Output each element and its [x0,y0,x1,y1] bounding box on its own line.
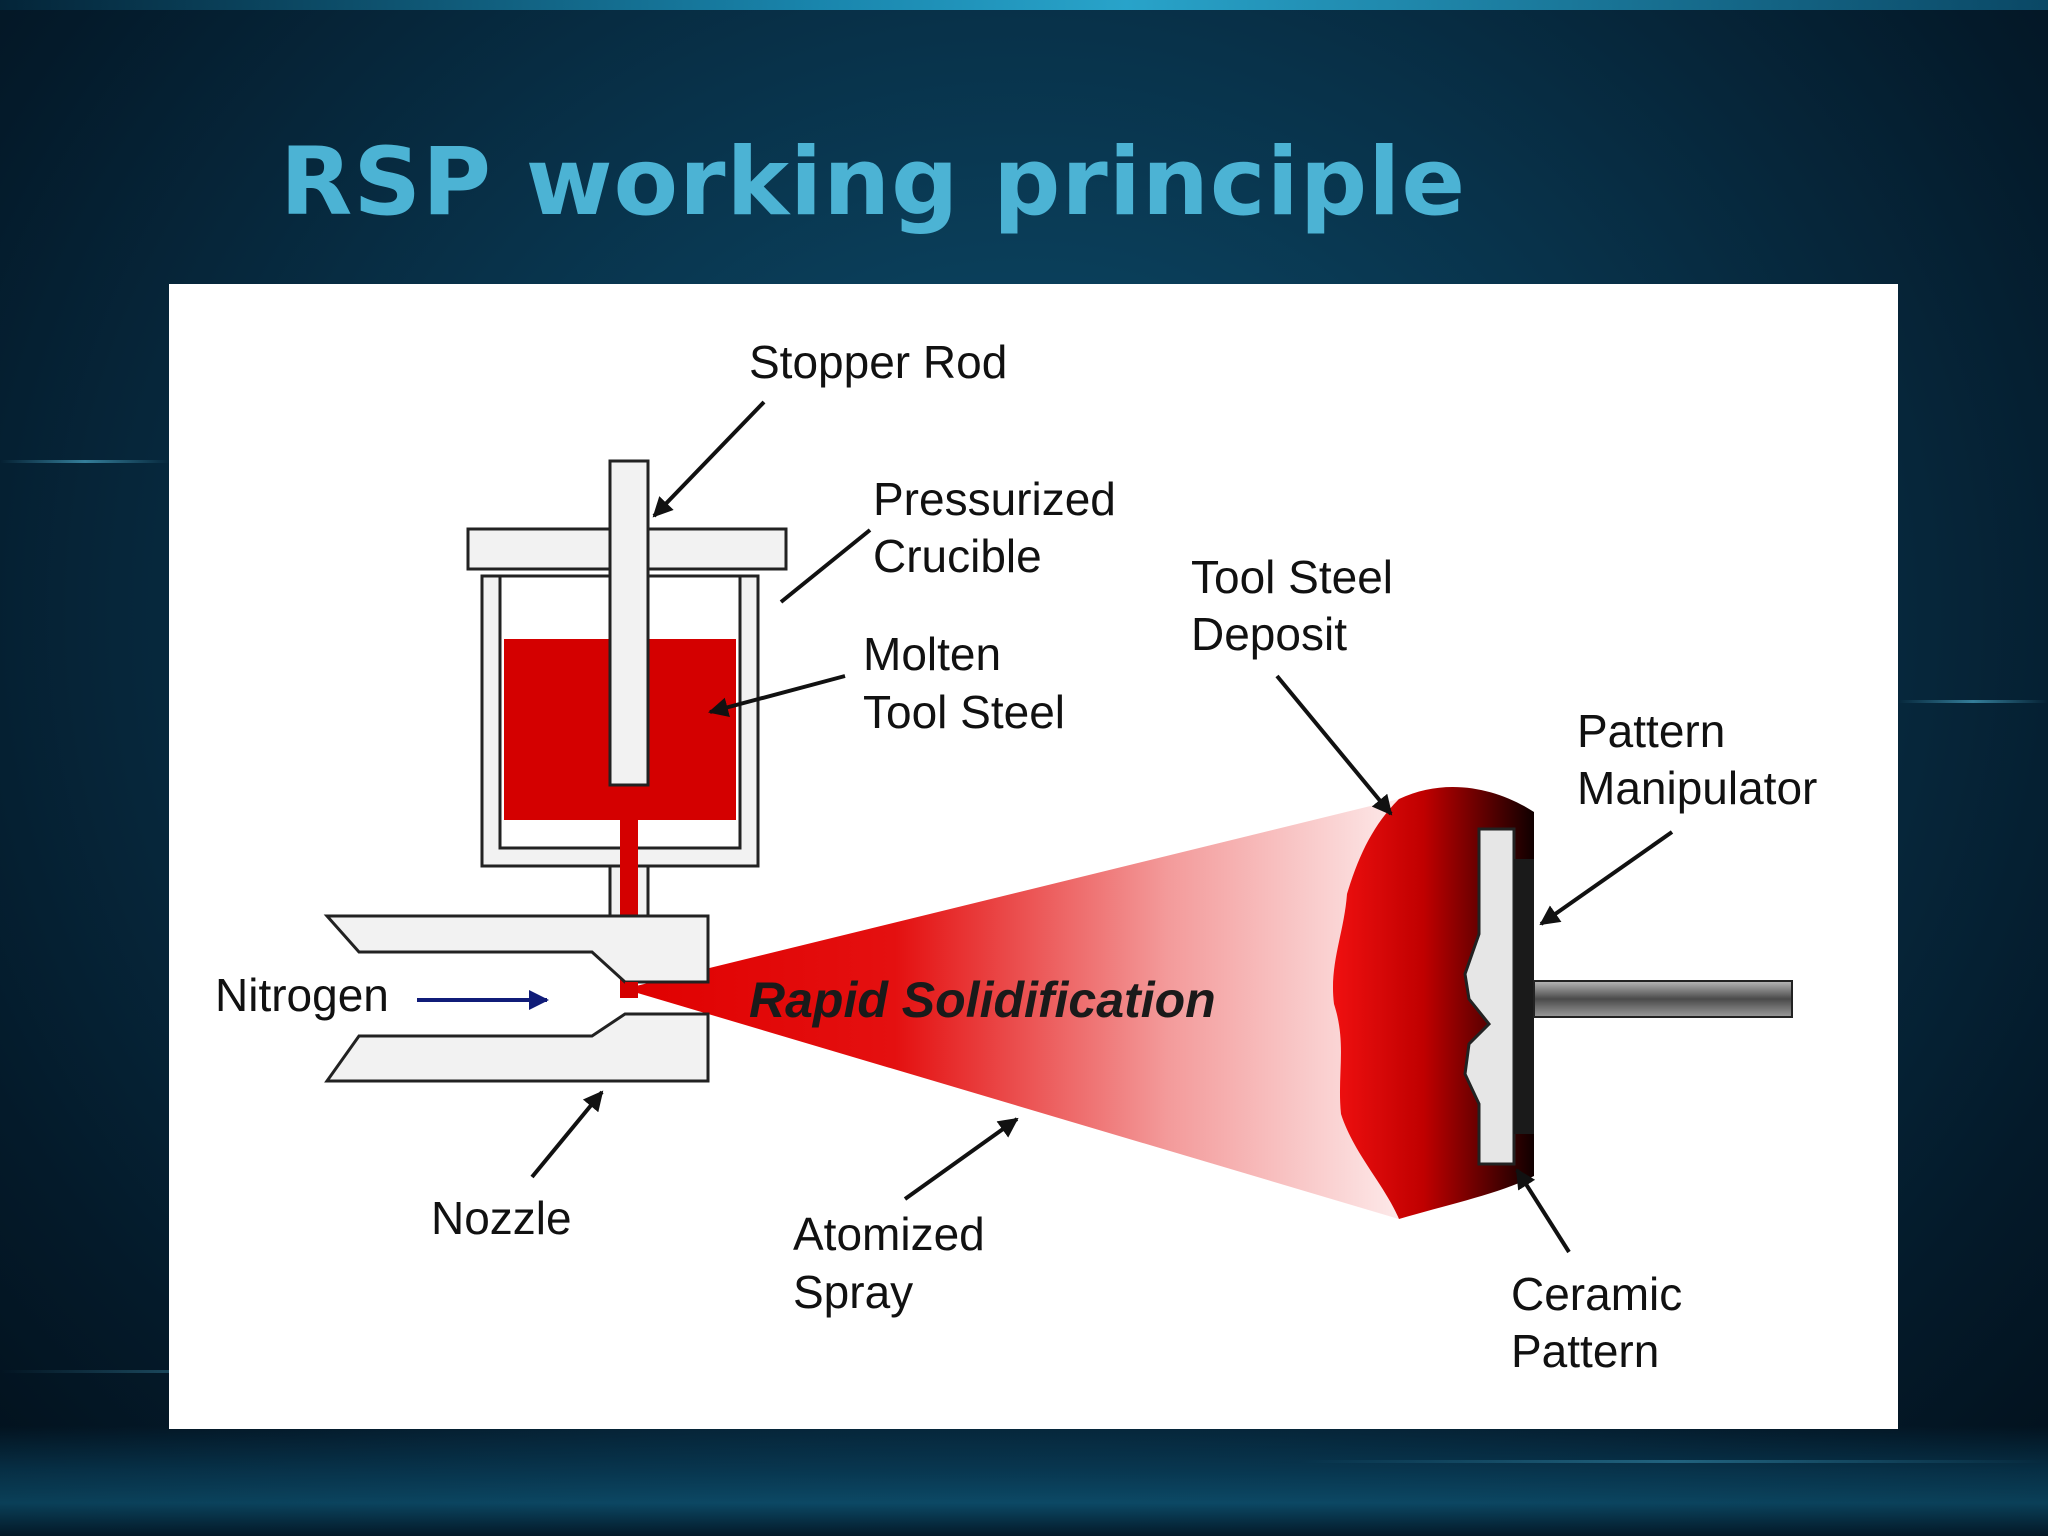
label-pressurized-crucible-line1: Pressurized [873,473,1116,525]
rsp-process-diagram: Stopper Rod Pressurized Crucible Molten … [215,336,1817,1377]
nozzle-leader [530,1090,604,1179]
background-streak [0,460,170,463]
label-rapid-solidification: Rapid Solidification [749,972,1216,1028]
label-tool-steel-deposit-line2: Deposit [1191,608,1347,660]
stopper-rod-leader [652,400,766,518]
ceramic-pattern-leader [1515,1168,1571,1254]
molten-steel-leader [708,674,846,718]
background-streak [1300,1460,2048,1463]
diagram-panel: Stopper Rod Pressurized Crucible Molten … [169,284,1898,1429]
background-streak [1898,700,2048,703]
spray-leader [903,1117,1019,1201]
label-pattern-manipulator-line2: Manipulator [1577,762,1817,814]
manipulator-leader [1539,830,1674,926]
bottom-glow-band [0,1426,2048,1536]
crucible-leader [779,528,872,604]
manipulator-shaft [1533,980,1793,1018]
label-ceramic-pattern-line2: Pattern [1511,1325,1659,1377]
label-molten-tool-steel-line1: Molten [863,628,1001,680]
deposit-leader [1275,674,1393,816]
pattern-manipulator-plate [1514,859,1534,1134]
label-nozzle: Nozzle [431,1192,572,1244]
atomized-spray-cone [624,799,1399,1219]
label-pattern-manipulator-line1: Pattern [1577,705,1725,757]
label-ceramic-pattern-line1: Ceramic [1511,1268,1682,1320]
label-atomized-spray-line2: Spray [793,1266,913,1318]
page-title: RSP working principle [280,128,1467,237]
label-nitrogen: Nitrogen [215,969,389,1021]
label-pressurized-crucible-line2: Crucible [873,530,1042,582]
nozzle [323,914,710,1083]
label-molten-tool-steel-line2: Tool Steel [863,686,1065,738]
label-stopper-rod: Stopper Rod [749,336,1007,388]
top-accent-stripe [0,0,2048,10]
label-atomized-spray-line1: Atomized [793,1208,985,1260]
stopper-rod [608,459,650,787]
label-tool-steel-deposit-line1: Tool Steel [1191,551,1393,603]
